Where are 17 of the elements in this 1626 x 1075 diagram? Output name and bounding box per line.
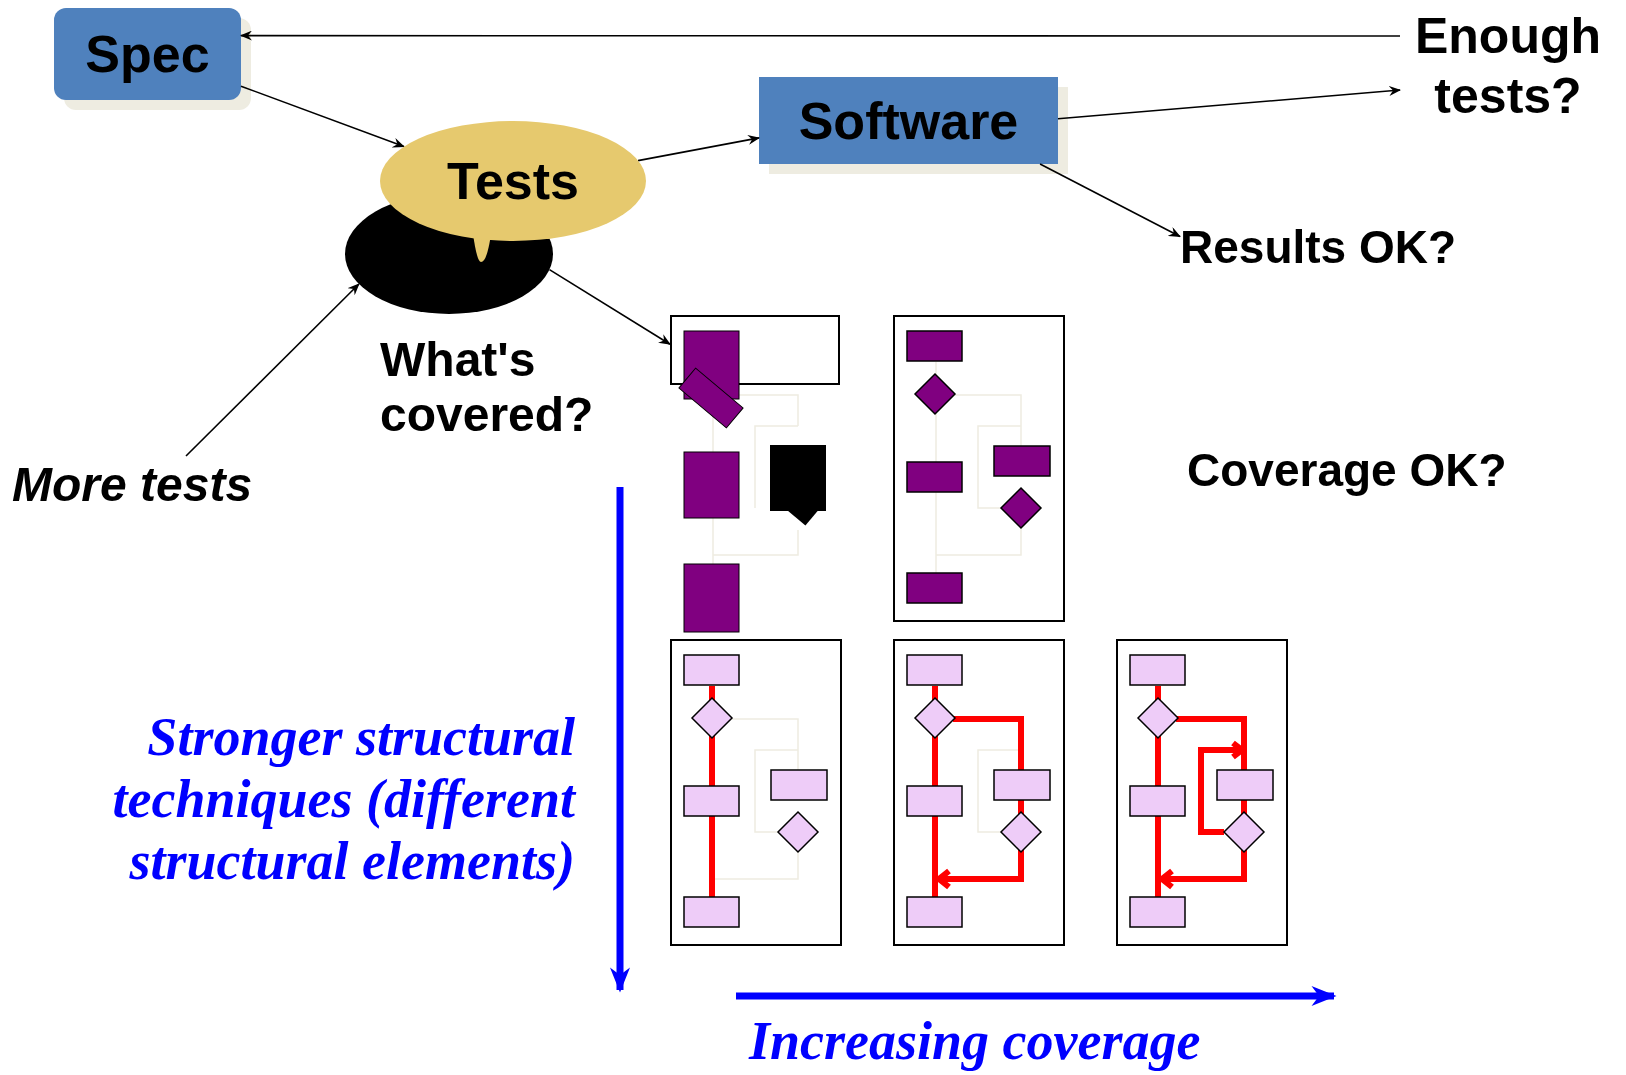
arrow <box>185 283 360 457</box>
node-text: Results OK? <box>1180 221 1457 273</box>
node-text: Enough tests? <box>1414 8 1602 124</box>
arrow <box>1039 163 1181 238</box>
question-text: Coverage OK? <box>1187 444 1508 497</box>
arrow <box>548 268 671 346</box>
node-text: Software <box>798 90 1019 151</box>
arrow <box>1057 85 1401 120</box>
arrow <box>637 135 760 162</box>
node-text: Spec <box>85 24 210 84</box>
question-text: What's covered? <box>380 332 595 443</box>
annotation-text: Stronger structural techniques (different structural elements) <box>111 706 575 893</box>
node-text: More tests <box>12 458 253 511</box>
arrow <box>240 85 405 148</box>
node-text: Tests <box>447 151 579 211</box>
arrow <box>240 30 1401 41</box>
annotation-text: Increasing coverage <box>749 1010 1202 1073</box>
